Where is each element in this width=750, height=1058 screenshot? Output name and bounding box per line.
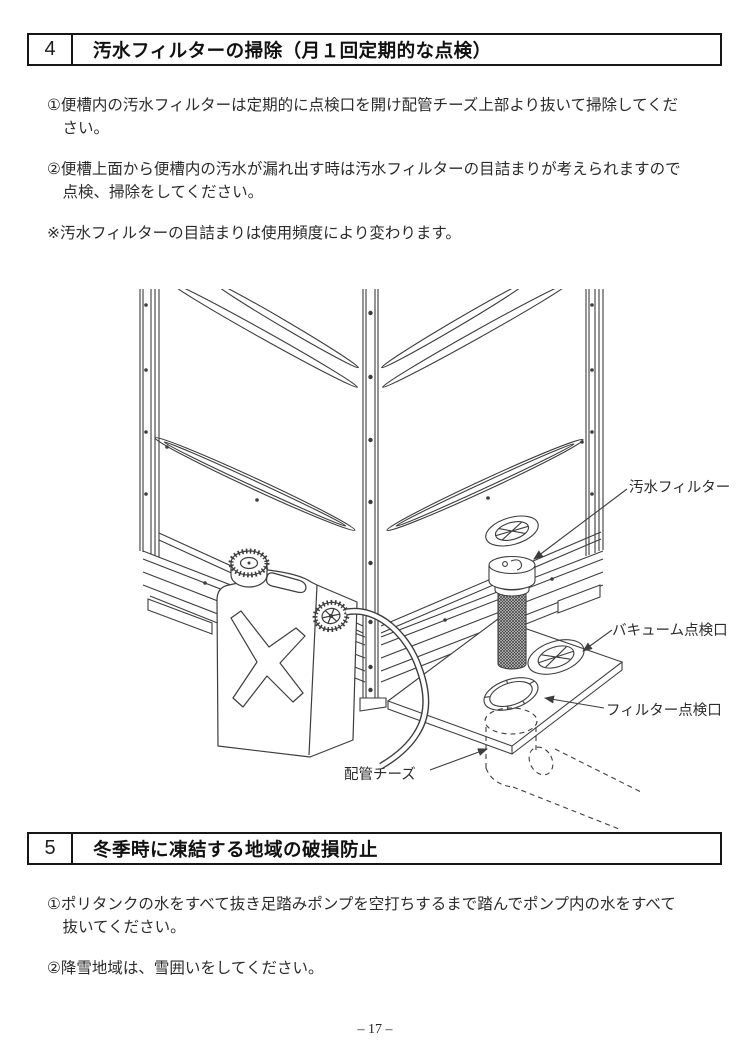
section-4-paragraph-2: ②便槽上面から便槽内の汚水が漏れ出す時は汚水フィルターの目詰まりが考えられますの… xyxy=(47,161,681,201)
tank-handle xyxy=(265,572,307,594)
arrow-pipe-tee xyxy=(429,748,488,771)
section-4-paragraph-1: ①便槽内の汚水フィルターは定期的に点検口を開け配管チーズ上部より抜いて掃除してく… xyxy=(47,97,679,137)
section-5-number: 5 xyxy=(29,834,73,863)
section-5-paragraph-2: ②降雪地域は、雪囲いをしてください。 xyxy=(47,960,324,977)
section-4-number: 4 xyxy=(29,35,73,64)
section-4-header: 4 汚水フィルターの掃除（月１回定期的な点検） xyxy=(27,33,722,66)
section-5-header: 5 冬季時に凍結する地域の破損防止 xyxy=(27,832,722,865)
section-4-title: 汚水フィルターの掃除（月１回定期的な点検） xyxy=(93,39,492,61)
label-vacuum-port: バキューム点検口 xyxy=(612,622,728,639)
filter-handle-hook-icon xyxy=(510,559,523,571)
tank-cap-icon xyxy=(228,548,270,588)
pipe-tee-dashed-illustration xyxy=(484,707,644,830)
vacuum-port-icon xyxy=(527,639,585,675)
label-filter-port: フィルター点検口 xyxy=(606,702,722,719)
section-4-note: ※汚水フィルターの目詰まりは使用頻度により変わります。 xyxy=(47,225,461,242)
tank-x-emboss xyxy=(230,610,306,708)
arrow-waste-filter xyxy=(533,488,628,560)
callout-arrows xyxy=(429,488,628,771)
page-number: – 17 – xyxy=(357,1022,393,1037)
label-waste-filter: 汚水フィルター xyxy=(629,479,730,496)
arrow-vacuum-port xyxy=(582,629,613,652)
panel-vent-icon xyxy=(485,515,539,547)
section-5-paragraph-1: ①ポリタンクの水をすべて抜き足踏みポンプを空打ちするまで踏んでポンプ内の水をすべ… xyxy=(47,896,676,936)
waste-filter-illustration xyxy=(488,555,536,670)
poly-tank-illustration xyxy=(216,548,358,758)
section-5-title: 冬季時に凍結する地域の破損防止 xyxy=(93,838,379,860)
drain-hose-illustration xyxy=(345,607,430,770)
label-pipe-tee: 配管チーズ xyxy=(344,766,416,783)
arrow-filter-port xyxy=(544,695,605,709)
